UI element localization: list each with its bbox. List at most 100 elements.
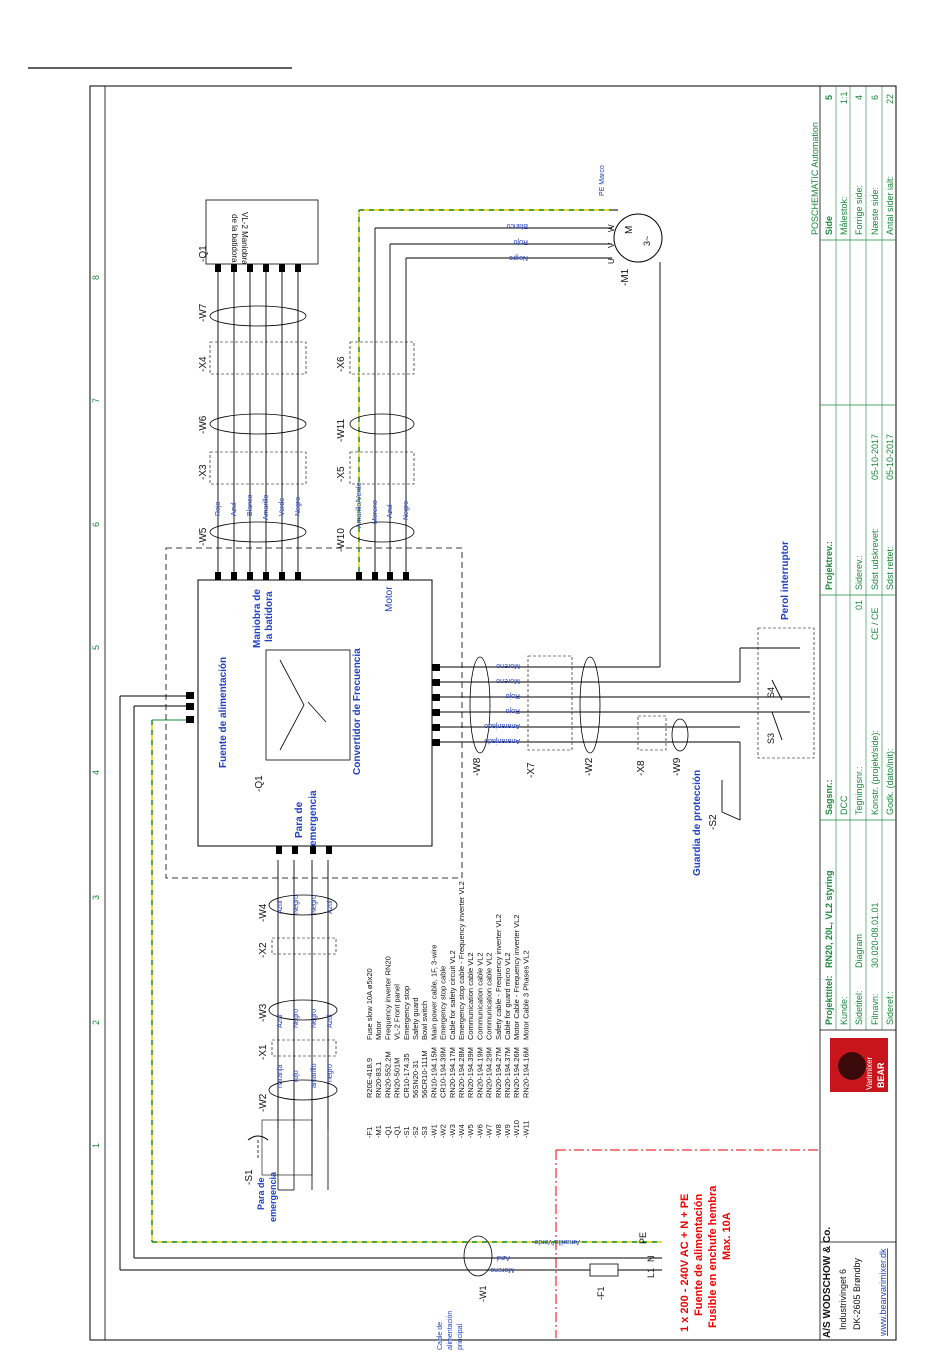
logo-text-2: BEAR (876, 1062, 886, 1088)
terminal-n: N (646, 1256, 656, 1263)
malestok-label: Målestok: (839, 196, 849, 235)
cable-label-2: alimentación (447, 1311, 454, 1350)
q1-main-label: -Q1 (254, 775, 265, 792)
grid-number: 3 (91, 895, 101, 900)
ctrl-wire-1: Azul (231, 502, 238, 516)
parts-ref: -W5 (466, 1124, 475, 1138)
w4-wire-2: Negro (311, 895, 318, 914)
sidetitel-value: Diagram (854, 934, 864, 968)
projektrev-label: Projektrev.: (824, 541, 834, 590)
naeste-value: 6 (870, 95, 880, 100)
brand-text: POSCHEMATIC Automation (810, 122, 820, 235)
filnavn-label: Filnavn: (870, 993, 880, 1025)
drawing-frame (89, 85, 897, 1341)
emerg-wire-1: rojo (293, 1070, 300, 1082)
w6-label: -W6 (198, 415, 209, 434)
grid-numbers: 1 2 3 4 5 6 7 8 (91, 275, 101, 1148)
w3-label: -W3 (258, 1003, 269, 1022)
parts-ref: -M1 (374, 1125, 383, 1138)
parts-code: 56CR10-111M (420, 1050, 429, 1098)
motor-top-wire-1: Rojo (513, 238, 528, 245)
parts-code: RN20-194.17M (448, 1047, 457, 1098)
parts-ref: -W3 (448, 1124, 457, 1138)
parts-code: RN20-194.39M (466, 1047, 475, 1098)
supply-line-1: 1 x 200 - 240V AC + N + PE (679, 1194, 691, 1332)
fuse-f1 (589, 1263, 619, 1277)
parts-desc: Frequency inverter RN20 (383, 956, 392, 1040)
parts-ref: -W1 (429, 1124, 438, 1138)
parts-desc: Motor (374, 1020, 383, 1040)
malestok-value: 1:1 (839, 91, 849, 104)
motor-ctrl-wire-2: Azul (387, 504, 394, 518)
ctrl-wire-3: Amarillo (263, 495, 270, 520)
vl2-label-1: VL-2 Maniobra (240, 212, 249, 265)
para-emergencia-s1-1: Para de (256, 1177, 266, 1210)
parts-code: 56SN20-31 (411, 1060, 420, 1098)
parts-ref: -W10 (512, 1120, 521, 1138)
parts-ref: -W11 (521, 1121, 530, 1138)
parts-ref: -W9 (503, 1124, 512, 1138)
motor-top-wire-2: Negro (509, 254, 528, 261)
company-website[interactable]: www.bearvarimixer.dk (878, 1248, 888, 1337)
parts-code: CR10-174.35 (402, 1053, 411, 1098)
w4-label: -W4 (258, 903, 269, 922)
parts-desc: Motor Cable - Frequency inverter VL2 (512, 915, 521, 1040)
x6-label: -X6 (336, 356, 347, 372)
motor-ctrl-wire-3: Negro (403, 501, 410, 520)
parts-ref: -S3 (420, 1126, 429, 1138)
cable-label-3: principal (457, 1323, 464, 1350)
grid-number: 6 (91, 522, 101, 527)
ctrl-wire-2: Blanco (247, 494, 254, 516)
udskrevet-value: 05-10-2017 (870, 434, 880, 480)
motor-m1-label: -M1 (620, 268, 631, 286)
s4-label: S4 (766, 687, 776, 698)
side-label: Side (824, 216, 834, 235)
parts-ref: -S1 (402, 1126, 411, 1138)
w5-label: -W5 (198, 527, 209, 546)
parts-desc: Main power cable, 1F, 3-wire (429, 945, 438, 1040)
parts-ref: -W4 (457, 1124, 466, 1138)
maniobra-label-1: Maniobra de (252, 589, 263, 648)
x2-label: -X2 (258, 942, 269, 958)
parts-code: RN20-552.2M (383, 1051, 392, 1098)
parts-code: RN20-194.28M (457, 1047, 466, 1098)
parts-code: RN20-501M (393, 1058, 402, 1098)
w2b-label: -W2 (584, 757, 595, 776)
motor-ctrl-wire-1: Moreno (372, 500, 379, 524)
parts-desc: Cable for safety circuit VL2 (448, 950, 457, 1040)
side-value: 5 (824, 95, 834, 100)
motor-u: U (607, 258, 616, 264)
rettet-label: Sdst rettet: (885, 546, 895, 590)
motor-out-wire-2: Rojo (505, 692, 520, 699)
safety-circuit: -W8 -X7 -W2 -X8 -W9 Moreno Moreno Rojo R… (440, 262, 815, 876)
guardia-label: Guardia de protección (692, 770, 703, 876)
parts-ref: -W7 (485, 1124, 494, 1138)
konstr-value: CE / CE (870, 607, 880, 640)
w3-wire-3: Azul (327, 1014, 334, 1028)
motor-ctrl-wire-0: Amarillo/Verde (356, 482, 363, 528)
logo-text-1: Varimixer (865, 1056, 874, 1090)
forrige-label: Forrige side: (854, 185, 864, 235)
parts-code: RN10-194.15M (429, 1047, 438, 1098)
parts-ref: -W8 (494, 1124, 503, 1138)
motor-top-wire-0: Blanco (506, 222, 528, 229)
company-name: A/S WODSCHOW & Co. (822, 1227, 833, 1338)
parts-desc: Communication cable VL2 (475, 952, 484, 1040)
terminal-pe: PE (638, 1232, 648, 1244)
pe-marco-label: PE Marco (599, 165, 606, 196)
grid-number: 8 (91, 275, 101, 280)
w10-label: -W10 (336, 528, 347, 552)
parts-ref: -Q1 (383, 1125, 392, 1138)
parts-desc: Safety cable - Frequency inverter VL2 (494, 914, 503, 1040)
emerg-wire-3: negro (327, 1064, 334, 1082)
sidetitel-label: Sidetitel: (854, 990, 864, 1025)
projekttitel-value: RN20, 20L, VL2 styring (824, 870, 834, 968)
grid-number: 5 (91, 645, 101, 650)
cable-label-1: Cable de (437, 1322, 444, 1350)
motor-label: Motor (384, 586, 395, 612)
w4-wire-0: Azul (277, 900, 284, 914)
filnavn-value: 30.020-08.01.01 (870, 902, 880, 968)
kunde-label: Kunde: (839, 996, 849, 1025)
motor-out-wire-4: Anaranjado (484, 722, 520, 729)
motor-out-wire-1: Moreno (496, 677, 520, 684)
